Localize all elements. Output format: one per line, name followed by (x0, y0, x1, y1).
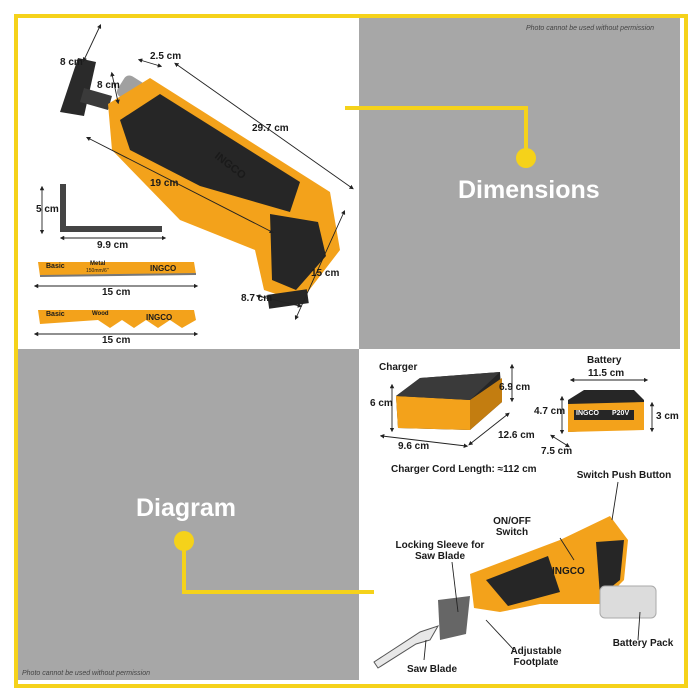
charger-title: Charger (379, 362, 418, 373)
charger-dimension-lines (379, 363, 515, 448)
dimensions-heading: Dimensions (458, 176, 600, 204)
body-length-label: 19 cm (150, 178, 179, 189)
metal-blade-size-text: 150mm/6" (86, 268, 109, 274)
battery-drawing (568, 390, 644, 432)
battery-voltage-label: P20V (612, 410, 630, 417)
dimensions-connector (345, 106, 536, 168)
metal-blade-type-text: Metal (90, 261, 106, 267)
overall-length-label: 29.7 cm (252, 123, 289, 134)
hex-key-height-label: 5 cm (36, 204, 59, 215)
wood-blade-drawing (38, 310, 196, 328)
blade-holder-height-label: 8 cm (60, 57, 83, 68)
metal-blade-basic-text: Basic (46, 263, 65, 270)
diagram-heading-panel (18, 349, 359, 680)
clamp-height-label: 8 cm (97, 80, 120, 91)
saw-blade-label: Saw Blade (406, 664, 458, 675)
total-height-label: 15 cm (311, 268, 340, 279)
charger-height-label: 6 cm (370, 398, 393, 409)
metal-blade-length-label: 15 cm (102, 287, 131, 298)
handle-base-label: 8.7 cm (241, 293, 273, 304)
charger-drawing (396, 372, 502, 430)
hex-key-drawing (60, 184, 162, 232)
adjustable-footplate-label: Adjustable Footplate (510, 646, 562, 668)
battery-dimension-lines (550, 377, 655, 448)
battery-title: Battery (587, 355, 622, 366)
switch-push-button-label: Switch Push Button (576, 470, 672, 481)
watermark-top: Photo cannot be used without permission (526, 25, 655, 32)
clamp-width-label: 2.5 cm (150, 51, 182, 62)
watermark-bottom: Photo cannot be used without permission (22, 670, 151, 677)
metal-blade-brand-logo: INGCO (150, 264, 177, 273)
charger-depth-label: 6.9 cm (499, 382, 531, 393)
charger-width-label: 9.6 cm (398, 441, 430, 452)
battery-height-label: 4.7 cm (534, 406, 566, 417)
hex-key-width-label: 9.9 cm (97, 240, 129, 251)
saw-dimension-lines (33, 23, 354, 337)
wood-blade-brand-logo: INGCO (146, 313, 173, 322)
charger-length-label: 12.6 cm (498, 430, 535, 441)
wood-blade-basic-text: Basic (46, 311, 65, 318)
metal-blade-drawing (38, 262, 197, 277)
wood-blade-length-label: 15 cm (102, 335, 131, 346)
battery-pack-label: Battery Pack (612, 638, 674, 649)
wood-blade-type-text: Wood (92, 311, 109, 317)
diagram-saw-brand-logo: INGCO (552, 566, 585, 577)
battery-depth-label: 7.5 cm (541, 446, 573, 457)
diagram-leader-lines (423, 481, 641, 661)
diagram-connector (174, 531, 374, 594)
battery-brand-logo: INGCO (576, 410, 599, 417)
locking-sleeve-label: Locking Sleeve for Saw Blade (395, 540, 485, 562)
battery-front-height-label: 3 cm (656, 411, 679, 422)
on-off-switch-label: ON/OFF Switch (493, 516, 531, 538)
battery-width-label: 11.5 cm (588, 368, 625, 379)
charger-cord-label: Charger Cord Length: ≈112 cm (391, 464, 537, 475)
diagram-heading: Diagram (136, 494, 237, 522)
saw-diagram-drawing (373, 516, 657, 669)
yellow-frame (14, 14, 688, 688)
dimensions-heading-panel (359, 18, 680, 349)
